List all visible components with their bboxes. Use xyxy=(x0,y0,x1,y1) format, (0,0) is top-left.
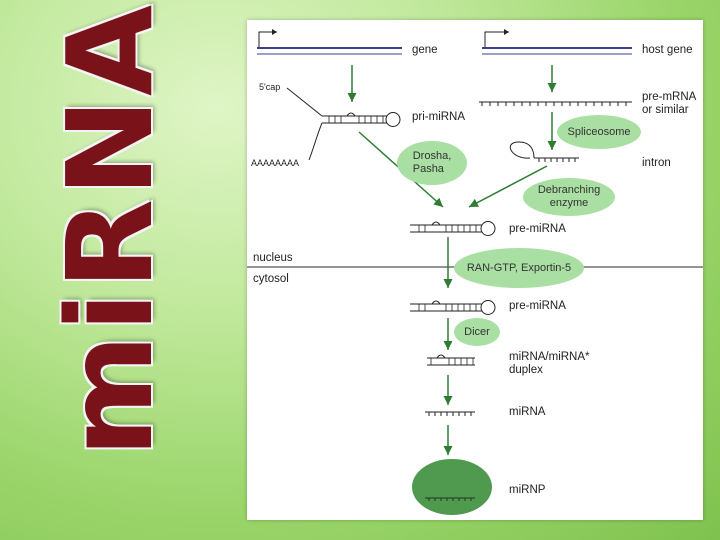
label-pre-mrna: pre-mRNA or similar xyxy=(642,91,697,116)
label-duplex: miRNA/miRNA* duplex xyxy=(509,351,590,376)
intron-lariat xyxy=(509,141,579,162)
pre-mirna-hairpin-cytosol xyxy=(410,300,496,315)
label-gene: gene xyxy=(412,44,438,56)
label-pre-mirna-nucleus: pre-miRNA xyxy=(509,223,566,235)
mirnp-complex xyxy=(412,459,492,515)
slide-title: miRNA xyxy=(18,3,203,457)
enzyme-drosha-pasha: Drosha, Pasha xyxy=(397,141,467,185)
host-gene-dna xyxy=(482,29,632,55)
enzyme-debranching: Debranching enzyme xyxy=(523,178,615,216)
pri-mirna-structure xyxy=(286,87,401,161)
label-pri-mirna: pri-miRNA xyxy=(412,111,466,123)
enzyme-ran-gtp-exportin: RAN-GTP, Exportin-5 xyxy=(454,248,584,288)
enzyme-debranching-label: Debranching enzyme xyxy=(537,184,601,209)
gene-dna xyxy=(257,29,402,55)
label-cytosol: cytosol xyxy=(253,273,289,285)
enzyme-spliceosome-label: Spliceosome xyxy=(567,125,631,138)
enzyme-dicer: Dicer xyxy=(454,318,500,346)
arrow-intron-to-pre xyxy=(468,165,548,208)
slide-title-text: miRNA xyxy=(41,2,180,458)
label-five-cap: 5'cap xyxy=(259,82,281,92)
pre-mirna-hairpin-nucleus xyxy=(410,221,496,236)
enzyme-ran-label: RAN-GTP, Exportin-5 xyxy=(466,261,572,274)
enzyme-drosha-label: Drosha, Pasha xyxy=(412,150,452,175)
label-nucleus: nucleus xyxy=(253,252,293,264)
enzyme-spliceosome: Spliceosome xyxy=(557,115,641,149)
enzyme-dicer-label: Dicer xyxy=(464,325,490,338)
mirna-biogenesis-diagram: gene host gene 5'cap AAAAAAAA pri-miRNA … xyxy=(247,20,703,520)
label-mirnp: miRNP xyxy=(509,484,546,496)
pre-mrna-strand xyxy=(479,101,632,106)
label-pre-mirna-cytosol: pre-miRNA xyxy=(509,300,566,312)
label-intron: intron xyxy=(642,157,671,169)
mirna-duplex xyxy=(427,354,475,366)
label-polya-tail: AAAAAAAA xyxy=(251,158,300,168)
label-host-gene: host gene xyxy=(642,44,693,56)
mature-mirna-strand xyxy=(425,411,475,416)
label-mirna: miRNA xyxy=(509,406,546,418)
